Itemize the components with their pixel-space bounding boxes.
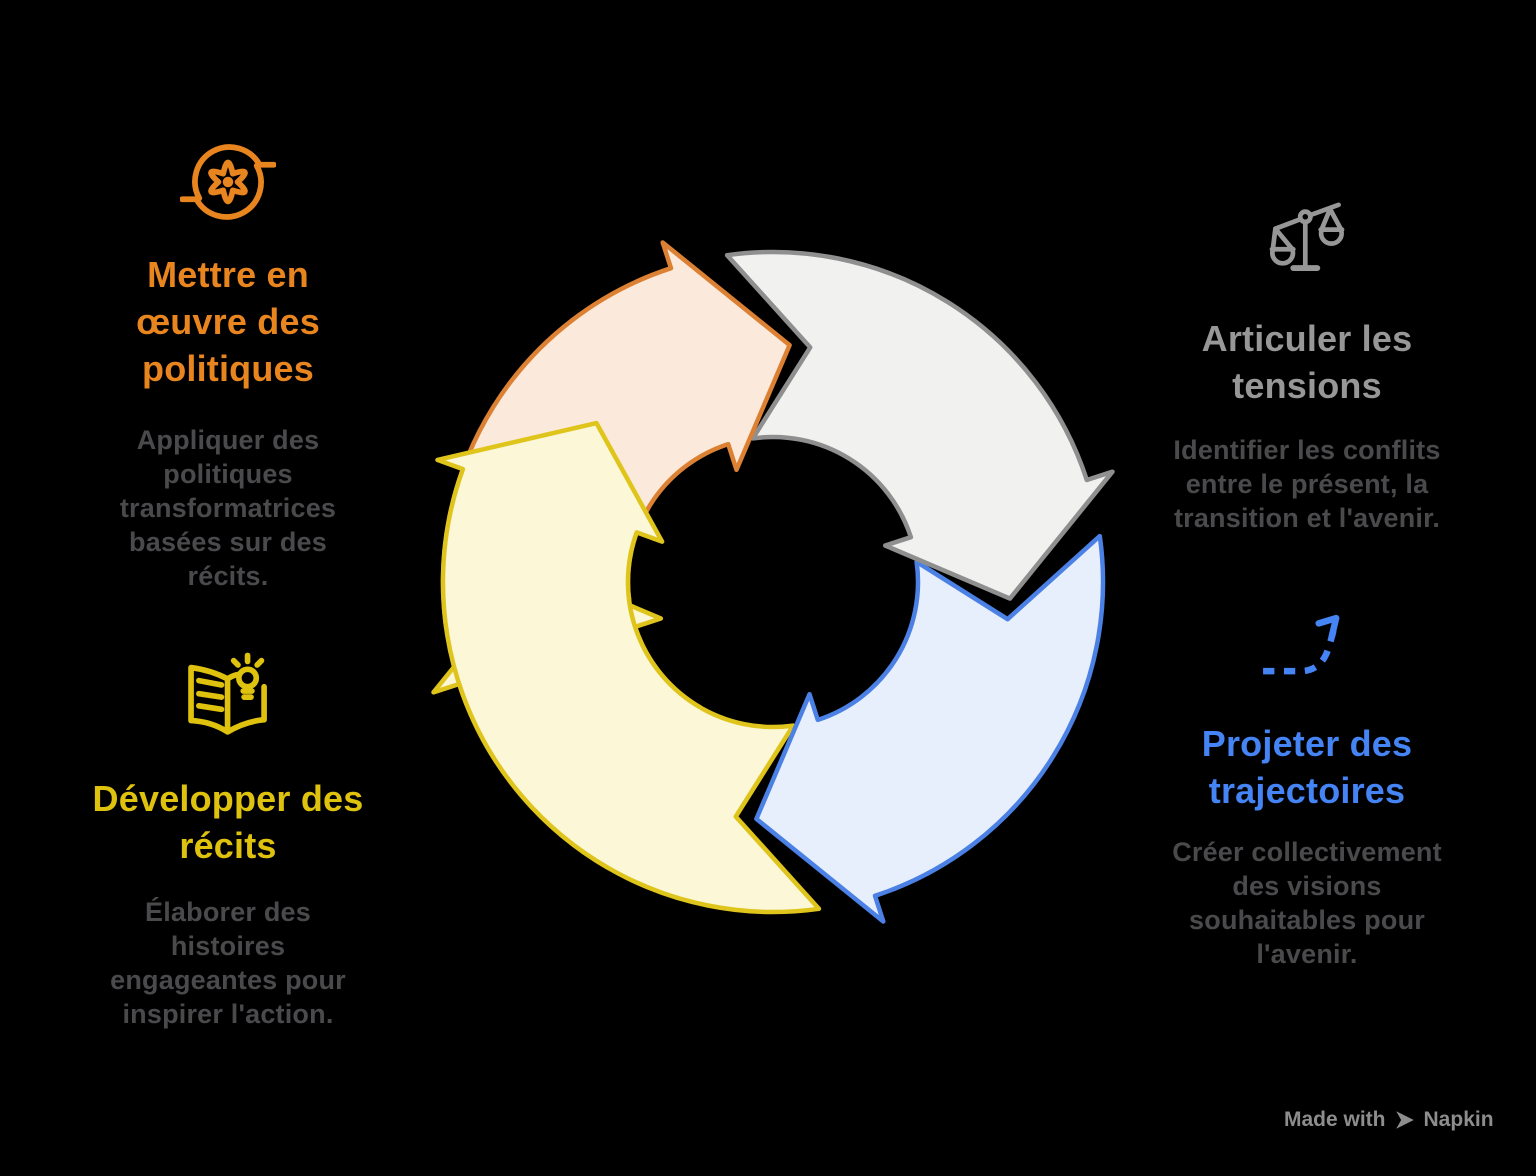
section-project-trajectories: Projeter des trajectoires Créer collecti… — [1117, 604, 1497, 971]
section-title: Développer des récits — [92, 778, 364, 866]
develop-narratives-arrow-head-outline — [435, 420, 702, 870]
section-articulate-tensions: Articuler les tensions Identifier les co… — [1117, 192, 1497, 535]
section-description: Créer collectivement des visions souhait… — [1172, 837, 1442, 969]
section-develop-narratives: Développer des récits Élaborer des histo… — [38, 650, 418, 1031]
section-description: Identifier les conflits entre le présent… — [1173, 435, 1441, 533]
book-idea-icon — [38, 650, 418, 751]
project-trajectories-arrow — [754, 533, 1106, 924]
section-description: Élaborer des histoires engageantes pour … — [110, 897, 346, 1029]
made-with-label: Made with — [1284, 1108, 1386, 1131]
section-title: Articuler les tensions — [1201, 318, 1413, 406]
section-implement-policies: Mettre en œuvre des politiques Appliquer… — [38, 138, 418, 593]
napkin-logo-icon — [1394, 1109, 1416, 1131]
cycle-gear-icon — [38, 138, 418, 231]
section-description: Appliquer des politiques transformatrice… — [119, 425, 337, 591]
trajectory-arrow-icon — [1117, 604, 1497, 692]
balance-scale-icon — [1117, 192, 1497, 291]
articulate-tensions-arrow — [724, 249, 1115, 601]
napkin-brand-label: Napkin — [1423, 1108, 1494, 1131]
section-title: Projeter des trajectoires — [1201, 723, 1413, 811]
section-title: Mettre en œuvre des politiques — [136, 254, 320, 389]
napkin-watermark: Made with Napkin — [1284, 1105, 1494, 1135]
